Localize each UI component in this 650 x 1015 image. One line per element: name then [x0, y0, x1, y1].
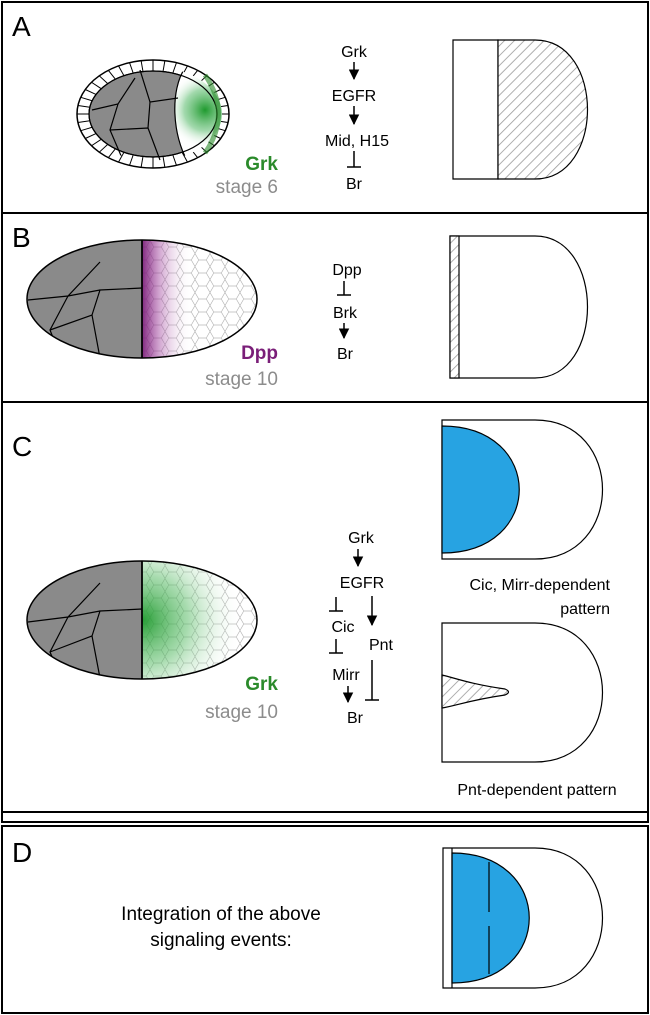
follicle-cell-boundary	[162, 60, 166, 72]
cic-mirr-pattern	[441, 419, 604, 560]
pathway-grk: Grk	[341, 44, 368, 61]
panel-c-pathway: Grk EGFR Cic Pnt Mirr Br	[329, 530, 394, 727]
follicle-cell-boundary	[140, 156, 144, 168]
panel-a: A Grk stage 6 Grk EGFR	[1, 1, 649, 214]
panel-b-stage-label: stage 10	[205, 369, 278, 390]
pathway-dpp: Dpp	[332, 262, 361, 279]
pnt-pattern	[441, 622, 604, 763]
panel-a-letter: A	[12, 11, 31, 42]
pathway-grk: Grk	[348, 530, 375, 547]
pathway-cic: Cic	[331, 619, 354, 636]
egg-chamber-stage10-grk	[26, 560, 258, 680]
egg-chamber-stage6	[76, 59, 230, 169]
panel-a-pathway: Grk EGFR Mid, H15 Br	[325, 44, 389, 193]
follicle-cell-boundary	[80, 96, 93, 102]
panel-d-text-line2: signaling events:	[150, 930, 292, 951]
follicle-cell-boundary	[91, 81, 102, 90]
panel-c-letter: C	[12, 431, 32, 462]
pathway-egfr: EGFR	[332, 88, 376, 105]
pathway-mid-h15: Mid, H15	[325, 133, 389, 150]
panel-b-pathway: Dpp Brk Br	[332, 262, 361, 363]
follicle-cell-boundary	[118, 152, 125, 163]
follicle-cell-boundary	[162, 156, 166, 168]
pnt-caption: Pnt-dependent pattern	[457, 782, 616, 799]
panel-d: D Integration of the above signaling eve…	[1, 811, 649, 1014]
follicle-cell-boundary	[98, 75, 109, 84]
follicle-cell-boundary	[181, 152, 188, 163]
pathway-mirr: Mirr	[332, 667, 360, 684]
follicle-cell-boundary	[91, 138, 102, 147]
pathway-br: Br	[337, 346, 354, 363]
egg-chamber-stage10-dpp	[26, 239, 258, 359]
follicle-cell-boundary	[77, 120, 90, 123]
follicle-cell-boundary	[98, 144, 109, 153]
follicle-cell-boundary	[107, 70, 116, 80]
follicle-cell-boundary	[77, 105, 90, 108]
panel-a-signal-label: Grk	[245, 154, 278, 175]
follicle-cell-boundary	[85, 89, 97, 95]
panel-c: C Grk stage 10 Grk EGFR	[1, 401, 649, 813]
panel-b-pattern	[449, 235, 588, 379]
panel-d-text-line1: Integration of the above	[121, 904, 321, 925]
pathway-brk: Brk	[333, 305, 358, 322]
pathway-br: Br	[347, 710, 364, 727]
follicle-cell-boundary	[172, 62, 177, 74]
cic-mirr-caption-line2: pattern	[560, 601, 610, 618]
panel-c-signal-label: Grk	[245, 674, 278, 695]
panel-b-signal-label: Dpp	[241, 343, 278, 364]
integrated-pattern	[442, 847, 604, 989]
follicle-cell-boundary	[118, 65, 125, 76]
follicle-cell-boundary	[85, 133, 97, 139]
panel-d-letter: D	[12, 837, 32, 868]
follicle-cell-boundary	[140, 60, 144, 72]
panel-b-letter: B	[12, 222, 31, 253]
panel-a-stage-label: stage 6	[216, 177, 278, 198]
pathway-br: Br	[346, 176, 363, 193]
pathway-egfr: EGFR	[340, 575, 384, 592]
panel-c-stage-label: stage 10	[205, 702, 278, 723]
follicle-cell-boundary	[80, 126, 93, 132]
panel-a-pattern	[452, 39, 588, 180]
follicle-cell-boundary	[129, 154, 134, 166]
pathway-pnt: Pnt	[369, 637, 394, 654]
follicle-cell-boundary	[107, 148, 116, 158]
follicle-cell-boundary	[129, 62, 134, 74]
panel-b: B Dpp stage 10 Dpp Brk Br	[1, 212, 649, 403]
follicle-cell-boundary	[172, 154, 177, 166]
cic-mirr-caption-line1: Cic, Mirr-dependent	[470, 577, 611, 594]
